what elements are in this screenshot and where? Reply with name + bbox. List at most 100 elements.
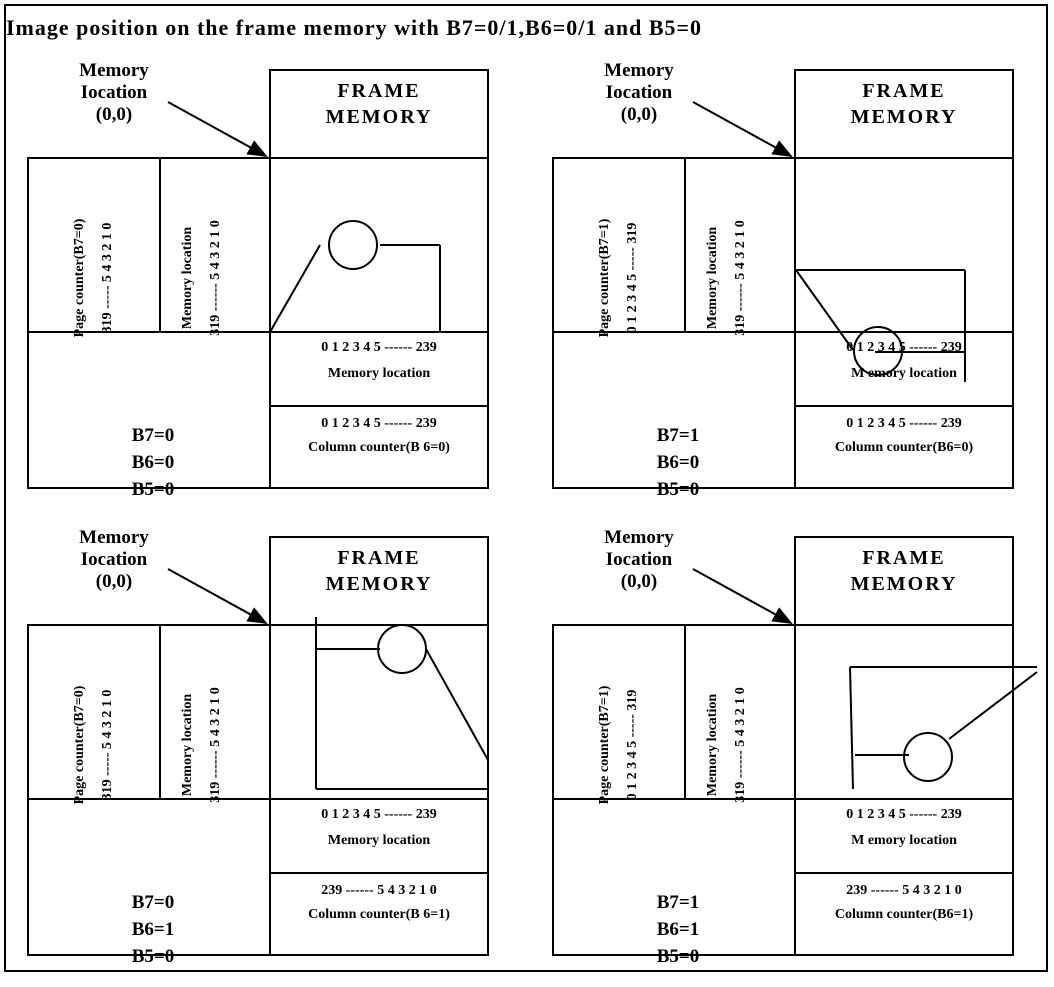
frame-memory-title-line: FRAME: [862, 547, 946, 569]
memory-location-label-line: Memory: [604, 527, 674, 548]
memory-location-label-line: (0,0): [95, 104, 133, 125]
memory-location-vertical-label: Memory location: [180, 693, 195, 797]
page-counter-label: Page counter(B7=0): [72, 218, 87, 338]
column-counter-scale: 0 1 2 3 4 5 ------ 239: [846, 416, 962, 431]
memory-location-label-line: Memory: [79, 60, 149, 81]
bit-value: B5=0: [656, 946, 700, 967]
memory-location-label-line: (0,0): [95, 571, 133, 592]
frame-memory-title-line: MEMORY: [325, 573, 433, 595]
memory-location-label-line: Iocation: [605, 549, 673, 570]
column-counter-label: Column counter(B6=1): [834, 907, 974, 922]
panel-drawing: [552, 69, 1014, 489]
image-line: [269, 244, 321, 333]
column-counter-scale: 239 ------ 5 4 3 2 1 0: [321, 883, 437, 898]
image-line: [948, 671, 1038, 740]
frame-memory-area: [794, 157, 1014, 333]
frame-memory-title-line: MEMORY: [850, 106, 958, 128]
memory-location-label-line: Memory: [79, 527, 149, 548]
frame-memory-title: FRAME MEMORY: [795, 545, 1013, 597]
panel-drawing: [27, 69, 489, 489]
frame-memory-title-line: FRAME: [337, 80, 421, 102]
memory-location-vertical-label: Memory location: [705, 693, 720, 797]
bit-value: B7=1: [656, 425, 700, 446]
frame-memory-title-line: FRAME: [862, 80, 946, 102]
memory-location-label: Memory location: [327, 833, 431, 848]
memory-location-label-line: Iocation: [80, 549, 148, 570]
frame-memory-area: [269, 157, 489, 333]
column-counter-label: Column counter(B 6=0): [308, 440, 450, 455]
bit-value: B7=0: [131, 892, 175, 913]
page-counter-label: Page counter(B7=1): [597, 685, 612, 805]
frame-memory-title-line: FRAME: [337, 547, 421, 569]
frame-memory-title-line: MEMORY: [325, 106, 433, 128]
memory-location-scale: 0 1 2 3 4 5 ------ 239: [846, 340, 962, 355]
memory-location-label-line: Memory: [604, 60, 674, 81]
panel-drawing: [27, 536, 489, 956]
origin-arrow: [692, 568, 793, 624]
column-counter-label: Column counter(B 6=1): [308, 907, 450, 922]
page-counter-scale: 0 1 2 3 4 5 ----- 319: [625, 689, 640, 801]
memory-location-label: M emory location: [851, 366, 957, 381]
page-counter-scale: 0 1 2 3 4 5 ----- 319: [625, 222, 640, 334]
image-circle: [328, 220, 378, 270]
page-counter-scale: 319 ----- 5 4 3 2 1 0: [100, 689, 115, 801]
page-counter-label: Page counter(B7=1): [597, 218, 612, 338]
image-line: [849, 666, 854, 790]
memory-location-label: Memory location: [327, 366, 431, 381]
figure-frame: [4, 4, 1048, 972]
memory-location-scale: 0 1 2 3 4 5 ------ 239: [846, 807, 962, 822]
memory-location-label-line: (0,0): [620, 571, 658, 592]
column-counter-scale: 0 1 2 3 4 5 ------ 239: [321, 416, 437, 431]
bit-value: B5=0: [131, 479, 175, 500]
image-circle: [377, 624, 427, 674]
memory-location-label: M emory location: [851, 833, 957, 848]
bit-value: B5=0: [656, 479, 700, 500]
panel-drawing: [552, 536, 1038, 956]
counter-box: [269, 798, 489, 956]
frame-memory-area: [794, 624, 1014, 800]
counter-box: [794, 798, 1014, 956]
page-counter-label: Page counter(B7=0): [72, 685, 87, 805]
frame-memory-title: FRAME MEMORY: [270, 545, 488, 597]
memory-location-label-line: Iocation: [80, 82, 148, 103]
frame-memory-title: FRAME MEMORY: [270, 78, 488, 130]
image-circle: [903, 732, 953, 782]
memory-location-vertical-label: Memory location: [705, 226, 720, 330]
frame-memory-title-line: MEMORY: [850, 573, 958, 595]
column-counter-scale: 239 ------ 5 4 3 2 1 0: [846, 883, 962, 898]
frame-memory-title: FRAME MEMORY: [795, 78, 1013, 130]
memory-location-scale: 0 1 2 3 4 5 ------ 239: [321, 807, 437, 822]
counter-box: [794, 331, 1014, 489]
figure-title: Image position on the frame memory with …: [6, 15, 703, 40]
memory-location-label-line: Iocation: [605, 82, 673, 103]
bit-value: B7=1: [656, 892, 700, 913]
bit-value: B5=0: [131, 946, 175, 967]
image-circle: [853, 326, 903, 376]
column-counter-label: Column counter(B6=0): [834, 440, 974, 455]
memory-location-scale: 0 1 2 3 4 5 ------ 239: [321, 340, 437, 355]
bit-value: B7=0: [131, 425, 175, 446]
bit-value: B6=1: [131, 919, 175, 940]
memory-location-vertical-scale: 319 ------ 5 4 3 2 1 0: [208, 220, 223, 336]
memory-location-label-line: (0,0): [620, 104, 658, 125]
memory-location-vertical-label: Memory location: [180, 226, 195, 330]
image-line: [425, 648, 489, 761]
page-counter-scale: 319 ----- 5 4 3 2 1 0: [100, 222, 115, 334]
origin-arrow: [692, 101, 793, 157]
memory-location-vertical-scale: 319 ------ 5 4 3 2 1 0: [733, 220, 748, 336]
memory-location-vertical-scale: 319 ------ 5 4 3 2 1 0: [208, 687, 223, 803]
image-line: [795, 269, 854, 351]
bit-value: B6=1: [656, 919, 700, 940]
origin-arrow: [167, 568, 268, 624]
